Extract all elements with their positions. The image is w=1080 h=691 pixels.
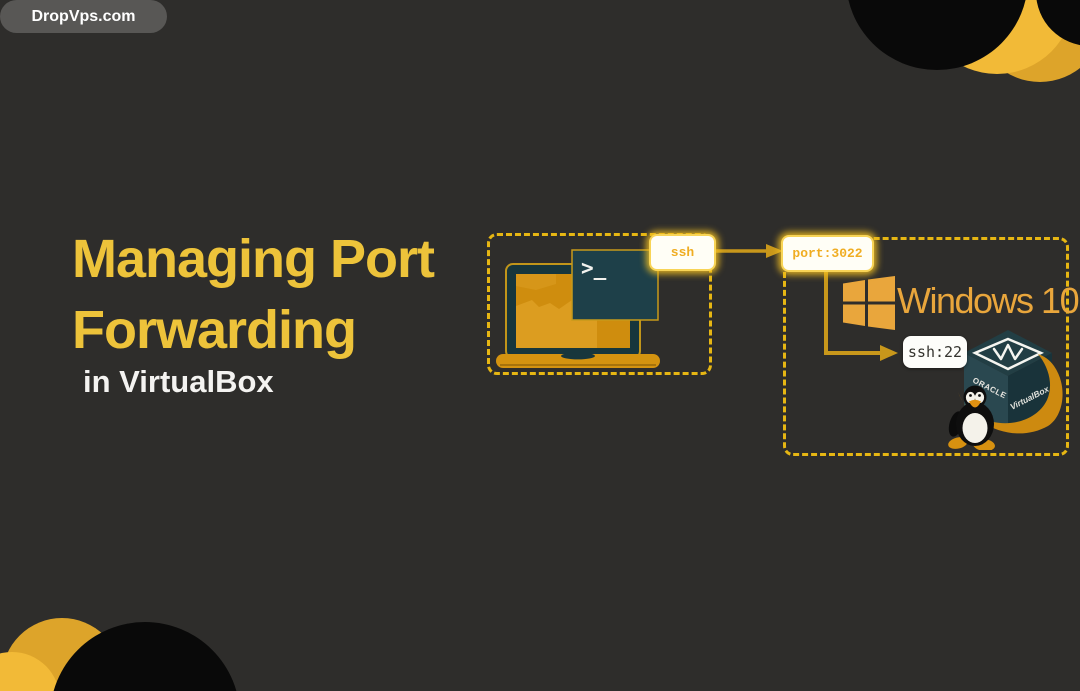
ssh-22-label: ssh:22: [903, 336, 967, 368]
guest-machine-box: [783, 237, 1069, 456]
title-line2: Forwarding: [72, 300, 357, 360]
terminal-prompt: >_: [581, 256, 607, 280]
dropvps-badge[interactable]: DropVps.com: [0, 0, 167, 33]
arrow-port-to-ssh22: [824, 268, 898, 361]
page-subtitle: in VirtualBox: [83, 364, 274, 399]
windows-logo: [843, 276, 895, 330]
virtualbox-logo: ORACLE VirtualBox: [958, 330, 1063, 434]
tux-penguin-icon: [948, 385, 995, 450]
windows-10-label: Windows 10: [897, 280, 1080, 321]
laptop-terminal-icon: >_: [496, 249, 660, 368]
port-3022-label: port:3022: [781, 235, 874, 272]
host-machine-box: [487, 233, 712, 375]
arrow-ssh-to-port: [712, 244, 783, 258]
title-line1: Managing Port: [72, 229, 435, 289]
page-title: Managing Port Forwarding: [72, 224, 512, 366]
ssh-label: ssh: [649, 234, 716, 271]
